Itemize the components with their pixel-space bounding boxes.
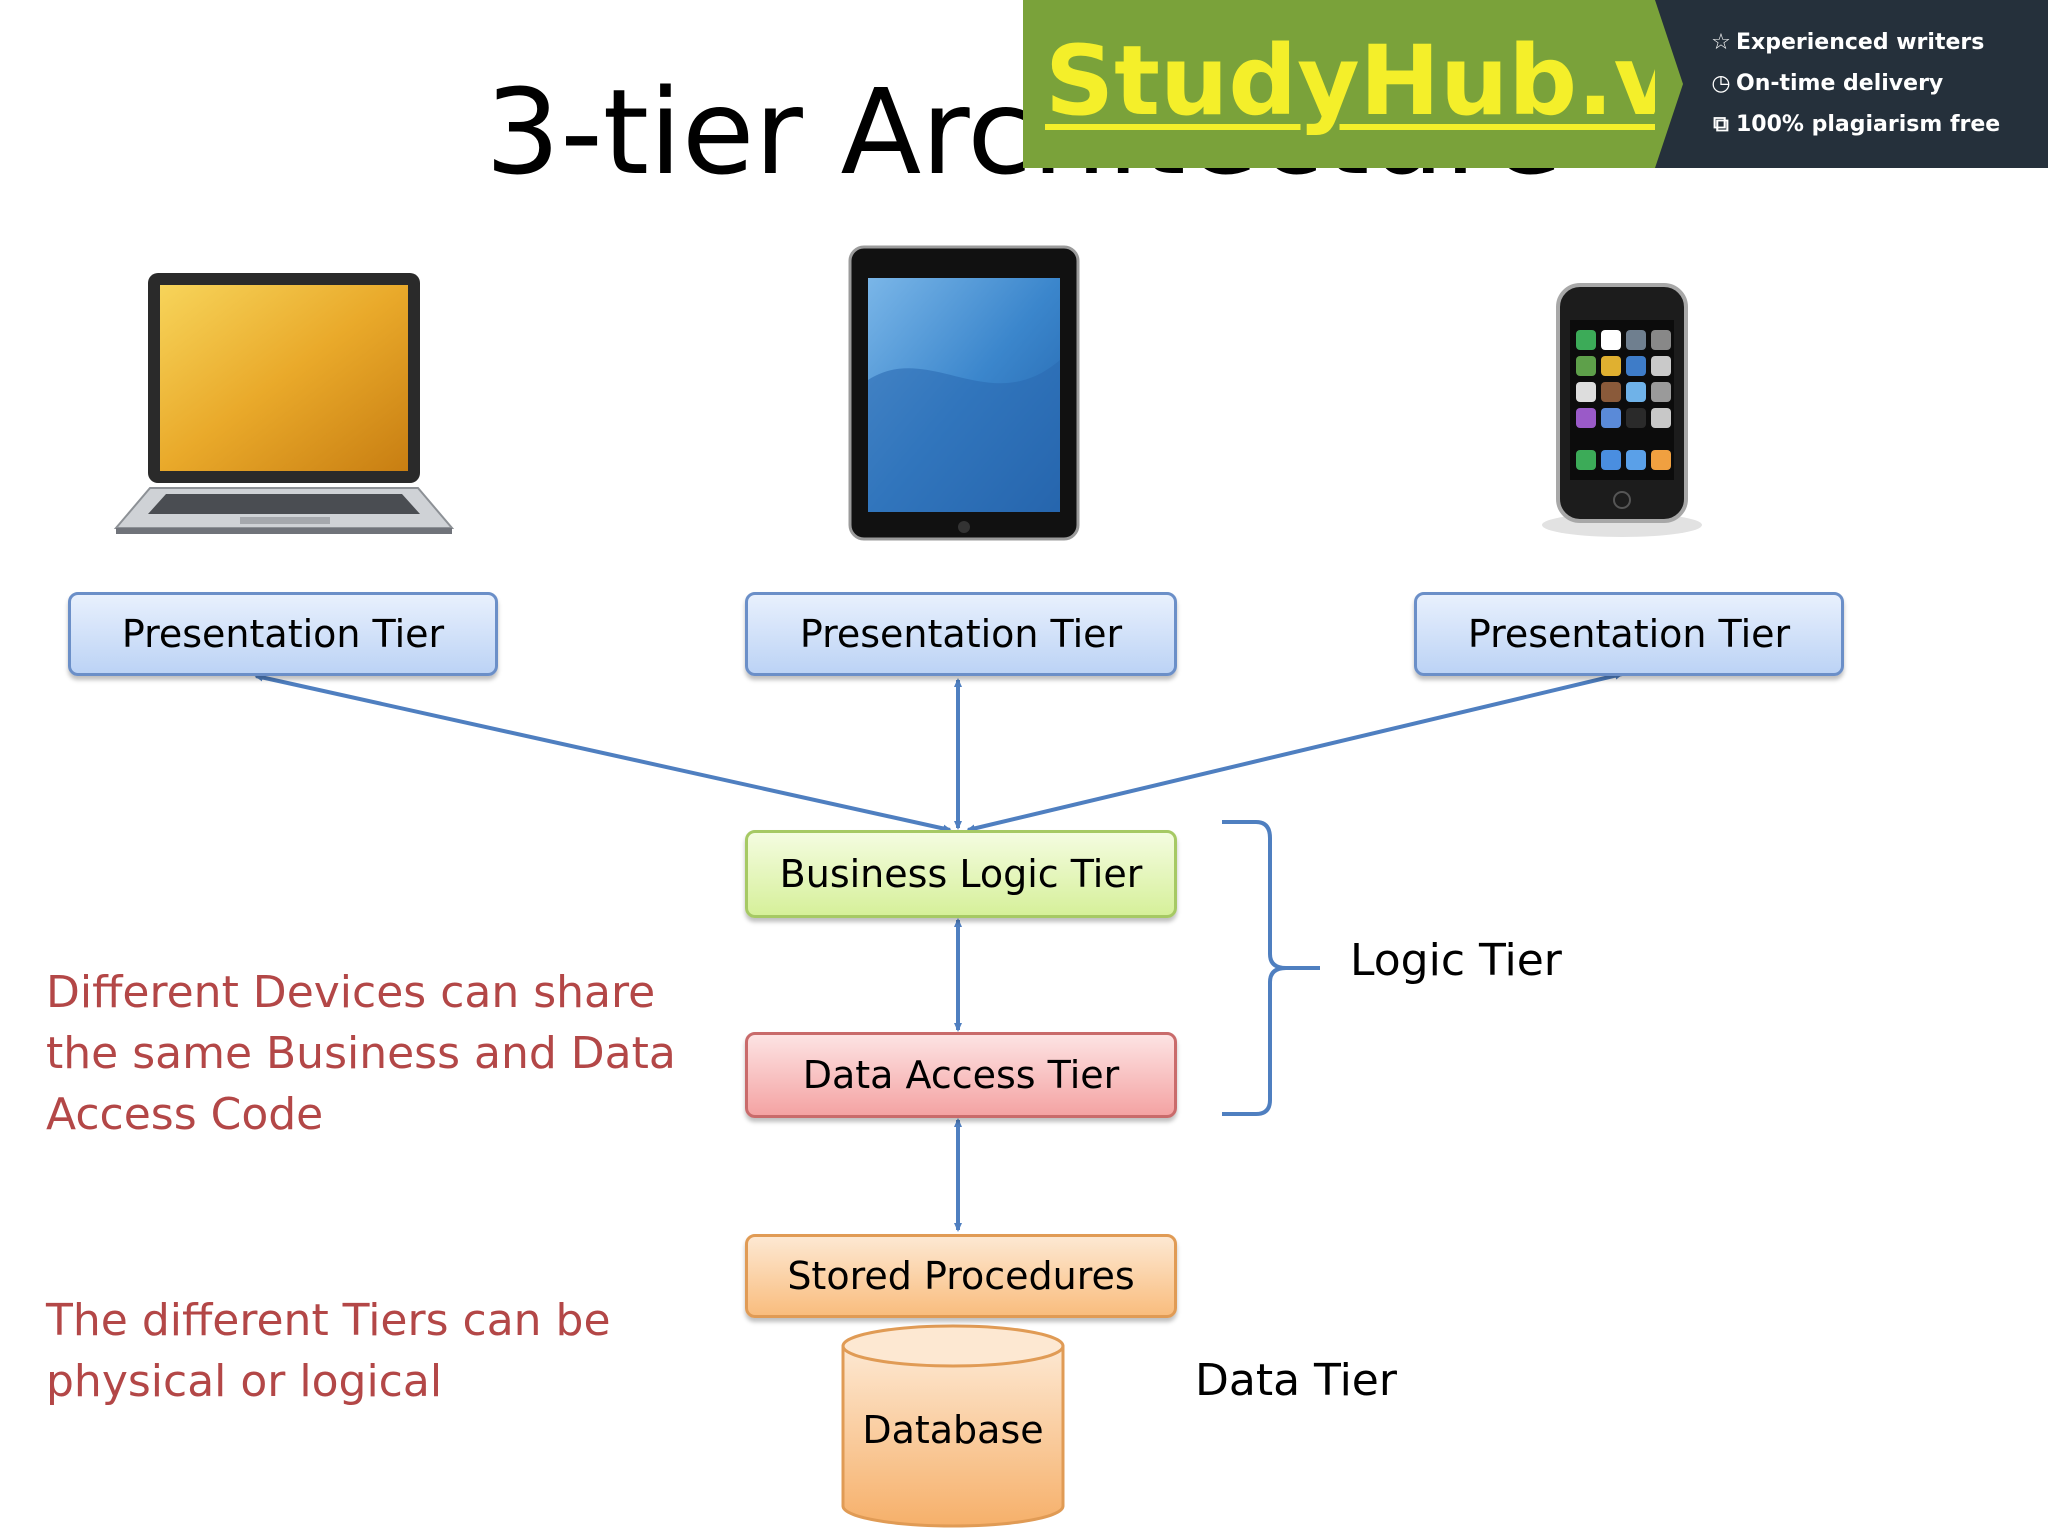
star-icon: ☆	[1711, 30, 1731, 55]
logic-tier-label: Logic Tier	[1350, 935, 1562, 986]
database-cylinder	[841, 1324, 1065, 1528]
watermark-feature: ☆Experienced writers	[1711, 30, 1985, 55]
stored-procedures: Stored Procedures	[745, 1234, 1177, 1318]
data-tier-label: Data Tier	[1195, 1355, 1397, 1406]
logic-tier-brace	[1222, 820, 1320, 1116]
presentation-tier-center: Presentation Tier	[745, 592, 1177, 676]
copy-icon: ⧉	[1713, 112, 1729, 137]
presentation-tier-left: Presentation Tier	[68, 592, 498, 676]
watermark-features-panel	[1655, 0, 2048, 168]
database-label: Database	[862, 1408, 1044, 1452]
smartphone-icon	[1542, 283, 1702, 537]
watermark-feature: ◷On-time delivery	[1711, 71, 1944, 96]
laptop-icon	[113, 273, 455, 534]
note-devices-share: Different Devices can share the same Bus…	[46, 967, 676, 1140]
arrow-left-presentation	[254, 673, 952, 833]
watermark-notch	[1655, 0, 1683, 168]
tablet-icon	[848, 245, 1080, 541]
note-tiers-physical: The different Tiers can be physical or l…	[46, 1295, 611, 1407]
watermark-banner	[1023, 0, 1703, 168]
arrow-right-presentation	[966, 671, 1624, 833]
business-logic-tier: Business Logic Tier	[745, 830, 1177, 918]
clock-icon: ◷	[1711, 71, 1731, 96]
presentation-tier-right: Presentation Tier	[1414, 592, 1844, 676]
data-access-tier: Data Access Tier	[745, 1032, 1177, 1118]
watermark-feature: ⧉100% plagiarism free	[1710, 112, 2000, 137]
